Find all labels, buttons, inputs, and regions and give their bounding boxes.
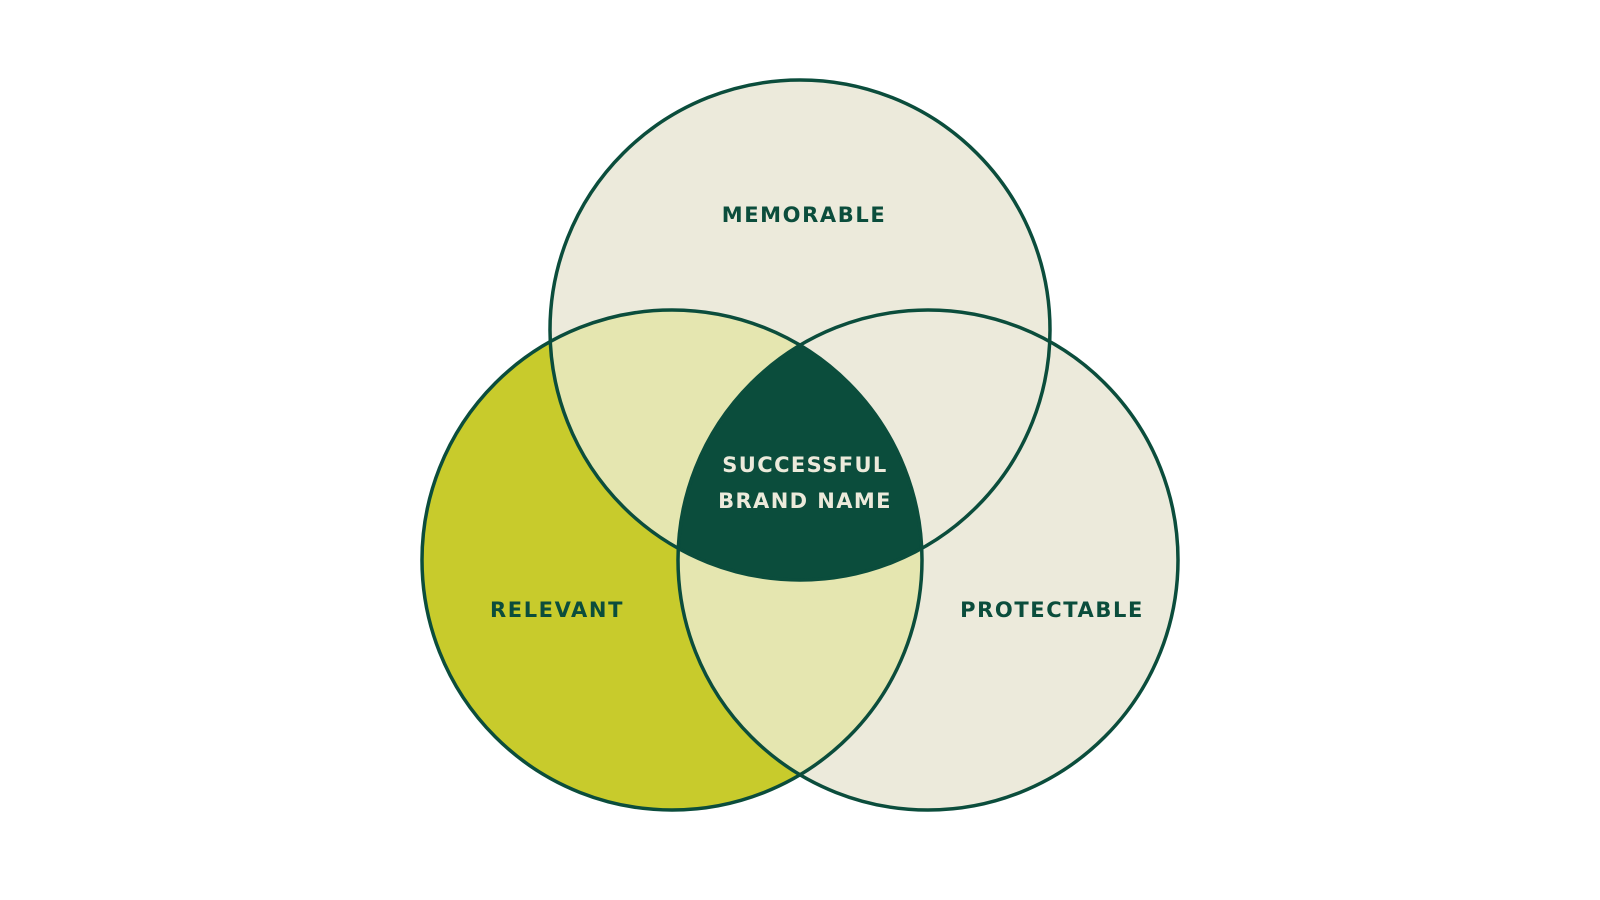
memorable-circle-outline (548, 78, 1052, 582)
center-label-line2: BRAND NAME (718, 489, 892, 513)
relevant-circle-outline (420, 308, 924, 812)
protectable-label: PROTECTABLE (960, 598, 1144, 622)
protectable-circle-outline (676, 308, 1180, 812)
relevant-label: RELEVANT (490, 598, 624, 622)
center-label-line1: SUCCESSFUL (722, 453, 887, 477)
memorable-label: MEMORABLE (722, 203, 887, 227)
center-overlap (678, 310, 922, 580)
